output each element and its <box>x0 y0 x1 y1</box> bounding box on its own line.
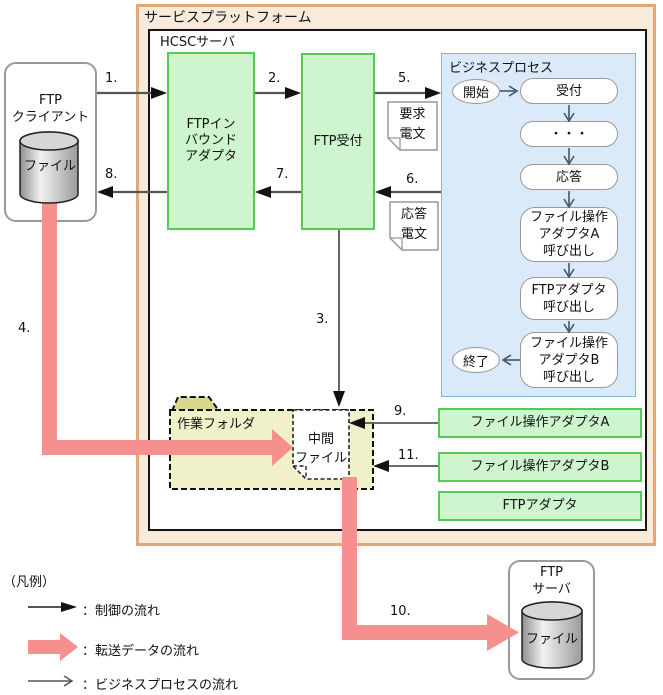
legend-transfer-label: ：転送データの流れ <box>82 644 200 659</box>
ftp-inbound-line1: FTPイン <box>186 117 236 132</box>
ftp-client-title: FTP クライアント <box>4 92 97 126</box>
bp-end-label: 終了 <box>462 354 489 370</box>
legend-control-arrow-icon <box>28 602 77 612</box>
ftp-client-box <box>4 62 97 222</box>
intermediate-file-line2: ファイル <box>294 451 347 466</box>
ftp-inbound-adapter-box: FTPイン バウンド アダプタ <box>167 52 255 230</box>
bp-call-a-line2: アダプタA <box>538 227 600 242</box>
ftp-client-file-label: ファイル <box>23 159 76 174</box>
flow-number-4: 4. <box>18 321 31 336</box>
bp-end-node: 終了 <box>452 347 500 373</box>
file-operation-adapter-b-label: ファイル操作アダプタB <box>470 459 610 474</box>
business-process-title: ビジネスプロセス <box>449 61 554 76</box>
service-platform-title: サービスプラットフォーム <box>144 10 312 26</box>
bp-response-node: 応答 <box>520 164 618 190</box>
ftp-adapter-box: FTPアダプタ <box>438 491 642 521</box>
flow-number-6: 6. <box>406 172 419 187</box>
ftp-reception-label: FTP受付 <box>313 133 363 149</box>
work-folder-label: 作業フォルダ <box>177 417 256 432</box>
response-message-line1: 応答 <box>400 207 427 222</box>
control-arrow-8-head <box>97 186 113 198</box>
request-message-line1: 要求 <box>399 107 426 122</box>
flow-number-3: 3. <box>316 312 329 327</box>
legend-transfer-arrow-icon <box>28 633 78 661</box>
bp-call-adapter-a-node: ファイル操作 アダプタA 呼び出し <box>520 207 618 262</box>
flow-number-5: 5. <box>398 71 411 86</box>
flow-number-7: 7. <box>276 167 289 182</box>
ftp-reception-box: FTP受付 <box>301 53 375 230</box>
bp-call-ftp-adapter-node: FTPアダプタ 呼び出し <box>520 277 618 320</box>
flow-number-11: 11. <box>398 448 419 463</box>
bp-call-b-line1: ファイル操作 <box>529 335 608 351</box>
bp-call-b-line2: アダプタB <box>538 352 600 368</box>
ftp-adapter-label: FTPアダプタ <box>502 498 578 513</box>
flow-number-9: 9. <box>394 404 407 419</box>
bp-call-a-line1: ファイル操作 <box>529 210 608 225</box>
response-message-line2: 電文 <box>400 227 427 242</box>
ftp-client-title-line1: FTP <box>38 93 63 108</box>
bp-call-a-line3: 呼び出し <box>542 244 595 259</box>
bp-response-label: 応答 <box>555 169 582 185</box>
legend-control-label: ：制御の流れ <box>82 604 161 619</box>
bp-call-ftp-line1: FTPアダプタ <box>531 282 607 298</box>
bp-start-label: 開始 <box>462 86 489 101</box>
bp-receive-label: 受付 <box>555 83 582 99</box>
legend-business-arrow-icon <box>28 675 74 687</box>
bp-dots-label: ・・・ <box>549 126 589 142</box>
request-message-line2: 電文 <box>399 127 426 142</box>
intermediate-file-label: 中間 ファイル <box>291 430 351 468</box>
response-message-label: 応答 電文 <box>390 205 438 245</box>
legend-business-label: ：ビジネスプロセスの流れ <box>82 678 239 693</box>
ftp-server-title-line1: FTP <box>539 565 564 580</box>
ftp-client-title-line2: クライアント <box>11 110 90 125</box>
ftp-server-file-label: ファイル <box>525 632 578 647</box>
legend-heading: （凡例） <box>3 575 56 590</box>
flow-number-2: 2. <box>268 71 281 86</box>
bp-start-node: 開始 <box>452 79 500 104</box>
bp-call-b-line3: 呼び出し <box>542 369 595 385</box>
bp-call-ftp-line2: 呼び出し <box>542 299 595 315</box>
request-message-label: 要求 電文 <box>388 105 437 145</box>
hcsc-server-title: HCSCサーバ <box>160 35 236 50</box>
bp-receive-node: 受付 <box>520 78 618 104</box>
ftp-server-title-line2: サーバ <box>532 582 571 597</box>
file-operation-adapter-a-box: ファイル操作アダプタA <box>438 408 642 438</box>
ftp-server-title: FTP サーバ <box>508 564 595 598</box>
file-operation-adapter-a-label: ファイル操作アダプタA <box>470 415 610 430</box>
bp-call-adapter-b-node: ファイル操作 アダプタB 呼び出し <box>520 332 618 388</box>
flow-number-1: 1. <box>105 71 118 86</box>
ftp-inbound-line3: アダプタ <box>184 149 237 164</box>
flow-number-10: 10. <box>390 604 411 619</box>
ftp-inbound-line2: バウンド <box>184 133 237 148</box>
file-operation-adapter-b-box: ファイル操作アダプタB <box>438 452 642 482</box>
intermediate-file-line1: 中間 <box>307 432 334 447</box>
bp-dots-node: ・・・ <box>520 121 618 147</box>
flow-number-8: 8. <box>105 167 118 182</box>
